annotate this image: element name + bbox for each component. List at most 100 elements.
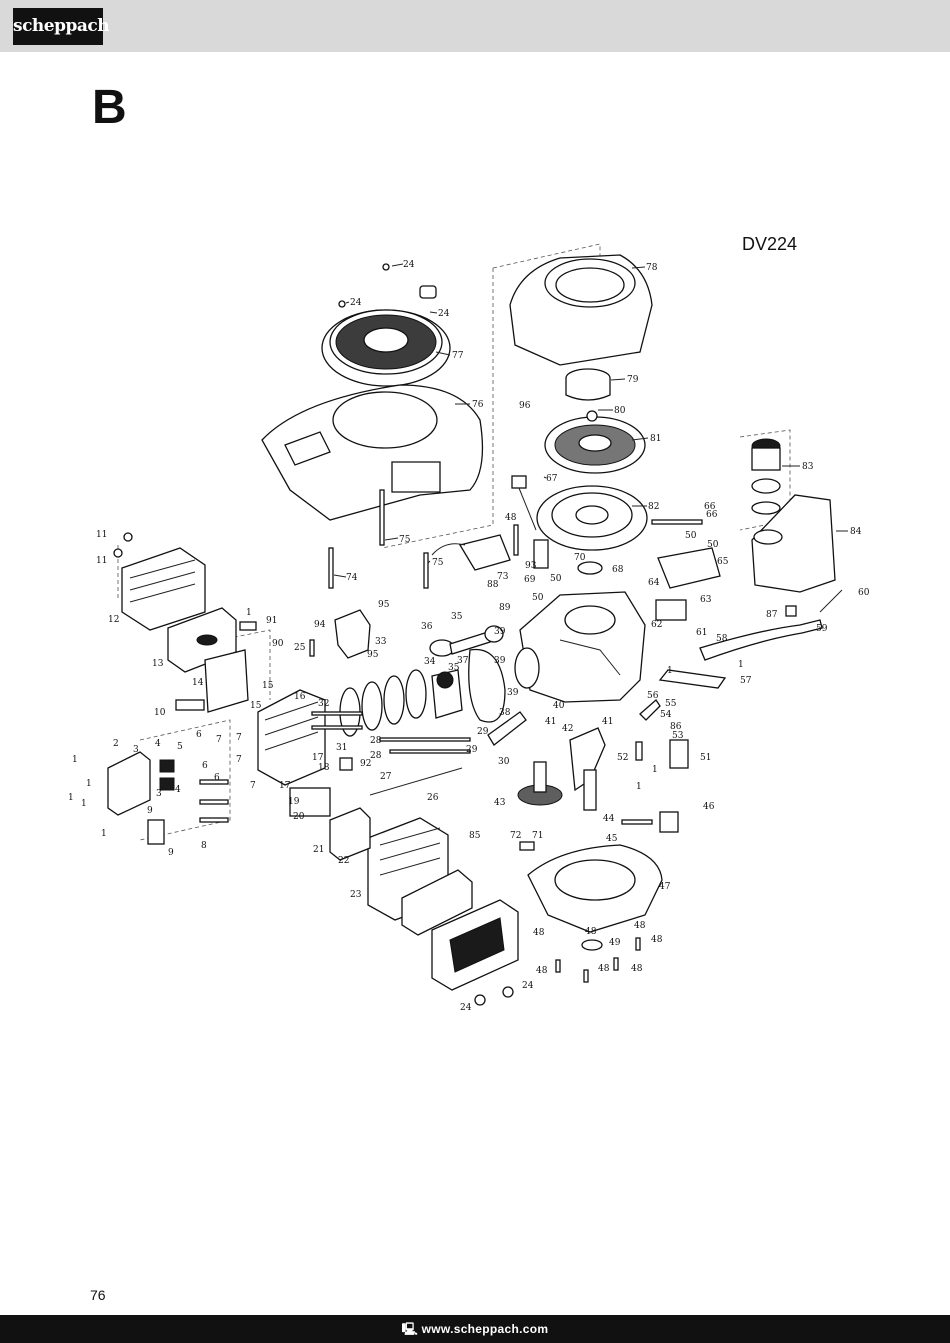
callout-24: 24 (522, 981, 534, 991)
callout-39: 39 (494, 627, 506, 637)
callout-24: 24 (438, 309, 450, 319)
callout-91: 91 (266, 616, 277, 626)
callout-23: 23 (350, 890, 362, 900)
footer-website[interactable]: www.scheppach.com (421, 1322, 549, 1336)
fan-ring (565, 368, 611, 401)
callout-75: 75 (432, 558, 444, 568)
oil-sump (527, 844, 663, 933)
callout-7: 7 (250, 781, 256, 791)
callout-35: 35 (448, 663, 460, 673)
callout-11: 11 (96, 530, 107, 540)
assembly-guide (219, 629, 271, 700)
callout-35: 35 (451, 612, 463, 622)
callout-29: 29 (466, 745, 478, 755)
callout-33: 33 (375, 637, 387, 647)
callout-24: 24 (460, 1003, 472, 1013)
callout-1: 1 (246, 608, 252, 618)
valve-springs (147, 759, 175, 845)
callout-29: 29 (477, 727, 489, 737)
callout-82: 82 (648, 502, 659, 512)
crankshaft (569, 727, 606, 811)
brand-logo: scheppach (13, 8, 110, 45)
callout-86: 86 (670, 722, 682, 732)
callout-6: 6 (214, 773, 220, 783)
callout-64: 64 (648, 578, 660, 588)
callout-44: 44 (603, 814, 615, 824)
recoil-starter (321, 285, 451, 387)
callout-4: 4 (155, 739, 161, 749)
callout-67: 67 (546, 474, 558, 484)
callout-48: 48 (651, 935, 663, 945)
callout-47: 47 (659, 882, 671, 892)
callout-50: 50 (685, 531, 697, 541)
callout-42: 42 (562, 724, 573, 734)
callout-50: 50 (707, 540, 719, 550)
callout-41: 41 (602, 717, 613, 727)
flywheel (536, 485, 648, 551)
governor-plate (657, 547, 721, 589)
page-number: 76 (90, 1287, 106, 1303)
callout-13: 13 (152, 659, 164, 669)
callout-5: 5 (177, 742, 183, 752)
callout-1: 1 (86, 779, 92, 789)
callout-7: 7 (216, 735, 222, 745)
callout-31: 31 (336, 743, 347, 753)
callout-48: 48 (598, 964, 610, 974)
callout-18: 18 (318, 763, 330, 773)
callout-93: 93 (525, 561, 537, 571)
callout-92: 92 (360, 759, 371, 769)
callout-77: 77 (452, 351, 464, 361)
callout-39: 39 (494, 656, 506, 666)
fasteners (175, 263, 843, 1006)
cam-gear (517, 761, 563, 806)
callout-28: 28 (370, 736, 382, 746)
callout-41: 41 (545, 717, 556, 727)
callout-43: 43 (494, 798, 506, 808)
assembly-guide (381, 268, 494, 549)
piston (431, 669, 463, 719)
callout-55: 55 (665, 699, 677, 709)
callout-7: 7 (236, 755, 242, 765)
crankcase (514, 591, 646, 703)
callout-30: 30 (498, 757, 510, 767)
callout-48: 48 (536, 966, 548, 976)
fan-housing (509, 254, 653, 366)
callout-87: 87 (766, 610, 778, 620)
section-letter: B (92, 81, 127, 134)
callout-17: 17 (312, 753, 324, 763)
air-filter-cover (431, 899, 519, 991)
callout-10: 10 (154, 708, 166, 718)
callout-50: 50 (532, 593, 544, 603)
callout-50: 50 (550, 574, 562, 584)
connecting-rod (429, 625, 504, 657)
callout-9: 9 (168, 848, 174, 858)
fuel-cap (751, 438, 781, 515)
assembly-guide (139, 719, 231, 841)
blower-housing-cover (261, 384, 484, 521)
callout-9: 9 (147, 806, 153, 816)
ignition-coil (334, 609, 371, 659)
callout-61: 61 (696, 628, 707, 638)
callout-79: 79 (627, 375, 639, 385)
callout-12: 12 (108, 615, 119, 625)
callout-85: 85 (469, 831, 481, 841)
callout-6: 6 (202, 761, 208, 771)
muffler-gasket (204, 649, 249, 713)
callout-73: 73 (497, 572, 509, 582)
callout-70: 70 (574, 553, 586, 563)
callout-48: 48 (585, 927, 597, 937)
callout-95: 95 (378, 600, 390, 610)
callout-26: 26 (427, 793, 439, 803)
callout-16: 16 (294, 692, 306, 702)
callout-48: 48 (505, 513, 517, 523)
callout-28: 28 (370, 751, 382, 761)
footer-bar: 🖳 www.scheppach.com (0, 1315, 950, 1343)
callout-17: 17 (279, 781, 291, 791)
callout-leaders (333, 263, 848, 578)
callout-1: 1 (68, 793, 74, 803)
callout-40: 40 (553, 701, 565, 711)
monitor-icon: 🖳 (401, 1322, 418, 1336)
callout-81: 81 (650, 434, 661, 444)
callout-22: 22 (338, 856, 349, 866)
callout-1: 1 (738, 660, 744, 670)
